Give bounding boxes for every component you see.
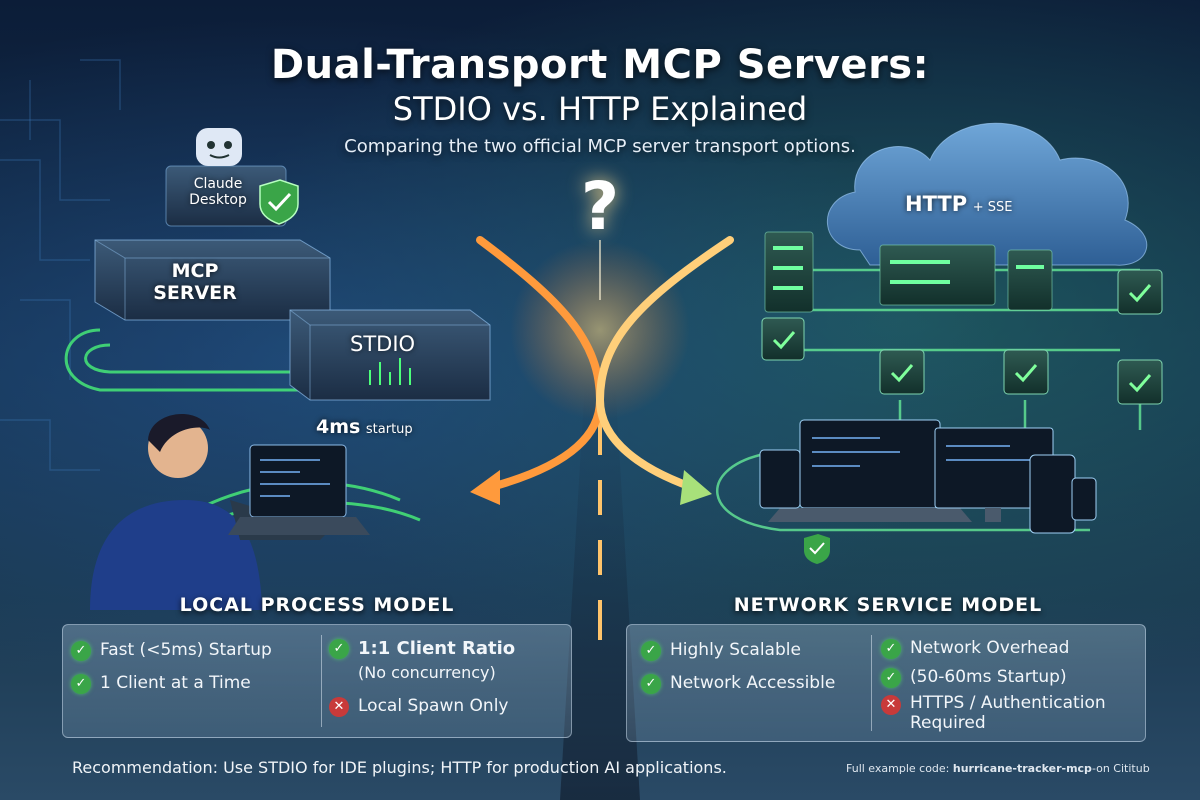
item-text: HTTPS / Authentication Required: [910, 693, 1106, 733]
cloud-label-sub: + SSE: [972, 200, 1013, 215]
server-rack: [764, 231, 1053, 313]
item-text: Network Overhead: [910, 638, 1070, 658]
http-cloud: [827, 122, 1148, 266]
question-mark: ?: [580, 168, 620, 245]
local-col-2: ✓ 1:1 Client Ratio (No concurrency) ✕ Lo…: [329, 637, 565, 718]
footnote-prefix: Full example code:: [846, 762, 950, 775]
claude-label-line-1: Claude: [193, 176, 243, 192]
local-pro-fast: ✓ Fast (<5ms) Startup: [71, 639, 323, 662]
cross-icon: ✕: [329, 697, 349, 717]
check-icon: ✓: [71, 674, 91, 694]
shield-check-icon: [259, 179, 299, 225]
claude-desktop-label: Claude Desktop: [176, 176, 260, 208]
check-icon: ✓: [881, 668, 901, 688]
mcp-label-line-1: MCP: [171, 260, 219, 282]
claude-label-line-2: Desktop: [189, 192, 247, 208]
network-col-1: ✓ Highly Scalable ✓ Network Accessible: [641, 639, 877, 695]
subtitle: Comparing the two official MCP server tr…: [344, 136, 856, 157]
network-startup: ✓ (50-60ms Startup): [881, 666, 1139, 689]
startup-label: 4ms startup: [316, 416, 413, 438]
panel-divider: [871, 635, 872, 731]
item-text: 1 Client at a Time: [100, 673, 251, 693]
mcp-label-line-2: SERVER: [153, 282, 237, 304]
check-icon: ✓: [329, 639, 349, 659]
item-text: (50-60ms Startup): [910, 667, 1067, 687]
footnote-repo: hurricane-tracker-mcp: [952, 762, 1092, 775]
local-model-panel: ✓ Fast (<5ms) Startup ✓ 1 Client at a Ti…: [62, 624, 572, 738]
mcp-server-label: MCP SERVER: [140, 260, 250, 304]
footnote: Full example code: hurricane-tracker-mcp…: [846, 762, 1150, 775]
mcp-server-box: [94, 239, 331, 321]
network-pro-accessible: ✓ Network Accessible: [641, 672, 877, 695]
check-icon: ✓: [641, 674, 661, 694]
check-icon: ✓: [641, 641, 661, 661]
network-model-panel: ✓ Highly Scalable ✓ Network Accessible ✓…: [626, 624, 1146, 742]
local-pro-single-client: ✓ 1 Client at a Time: [71, 672, 323, 695]
check-icon: ✓: [71, 641, 91, 661]
item-text: Local Spawn Only: [358, 696, 509, 716]
item-text: Fast (<5ms) Startup: [100, 640, 272, 660]
local-ratio: ✓ 1:1 Client Ratio (No concurrency): [329, 637, 565, 685]
circuit-traces-left: [0, 59, 121, 471]
title-line-1: Dual-Transport MCP Servers:: [270, 42, 930, 88]
local-model-title: LOCAL PROCESS MODEL: [179, 594, 455, 616]
cloud-label-main: HTTP: [905, 192, 968, 216]
recommendation-text: Recommendation: Use STDIO for IDE plugin…: [72, 758, 727, 777]
cross-icon: ✕: [881, 695, 901, 715]
check-node-icons: [761, 269, 1163, 564]
startup-value: 4ms: [316, 416, 361, 438]
item-text: Network Accessible: [670, 673, 836, 693]
client-devices: [759, 419, 1097, 534]
item-text: 1:1 Client Ratio (No concurrency): [358, 637, 515, 685]
network-con-auth: ✕ HTTPS / Authentication Required: [881, 693, 1139, 733]
claude-desktop-box: [165, 128, 287, 227]
title-line-2: STDIO vs. HTTP Explained: [392, 90, 808, 128]
stdio-box: [289, 309, 491, 401]
network-overhead: ✓ Network Overhead: [881, 637, 1139, 660]
stdio-label: STDIO: [350, 332, 416, 356]
local-con-spawn: ✕ Local Spawn Only: [329, 695, 565, 718]
panel-divider: [321, 635, 322, 727]
ratio-note: (No concurrency): [358, 663, 496, 682]
network-model-title: NETWORK SERVICE MODEL: [733, 594, 1043, 616]
footnote-suffix: -on Cititub: [1091, 762, 1150, 775]
check-icon: ✓: [881, 639, 901, 659]
network-pro-scalable: ✓ Highly Scalable: [641, 639, 877, 662]
network-col-2: ✓ Network Overhead ✓ (50-60ms Startup) ✕…: [881, 637, 1139, 733]
startup-unit: startup: [365, 422, 413, 437]
fork-road: [470, 236, 734, 800]
developer-figure: [90, 413, 370, 610]
ratio-heading: 1:1 Client Ratio: [358, 638, 516, 659]
item-text: Highly Scalable: [670, 640, 801, 660]
local-col-1: ✓ Fast (<5ms) Startup ✓ 1 Client at a Ti…: [71, 639, 323, 695]
cloud-label: HTTP + SSE: [905, 192, 1012, 216]
